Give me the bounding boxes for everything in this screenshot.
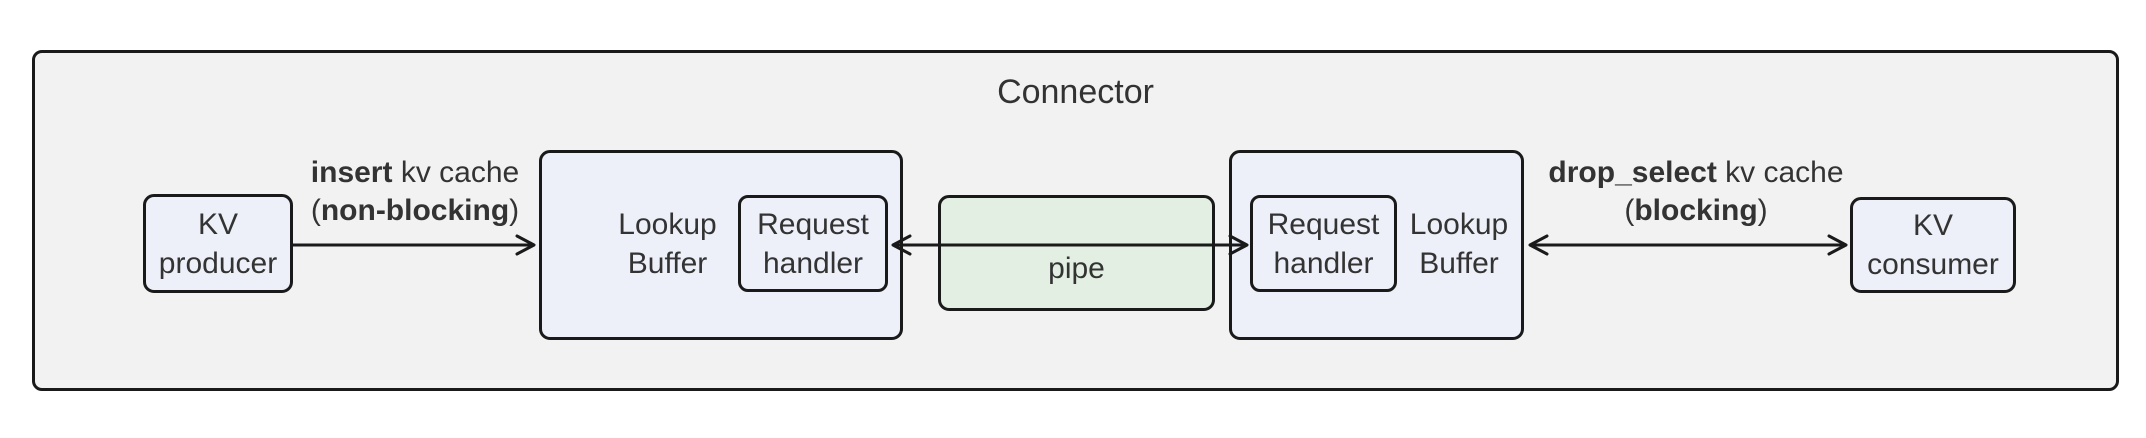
kv-consumer-label-line2: consumer: [1867, 248, 1999, 281]
edge-insert-paren-close: ): [509, 194, 520, 227]
node-request-handler-right: Request handler: [1250, 195, 1397, 292]
lookup-buffer-right-label-line2: Buffer: [1419, 246, 1499, 280]
edge-label-drop-select: drop_select kv cache (blocking): [1526, 154, 1866, 230]
lookup-buffer-left-label: Lookup Buffer: [542, 195, 738, 292]
lookup-buffer-left-label-line1: Lookup: [618, 207, 717, 241]
request-handler-right-label-line2: handler: [1273, 246, 1374, 280]
node-pipe: pipe: [938, 195, 1215, 311]
kv-consumer-label: KV consumer: [1853, 200, 2013, 290]
pipe-label: pipe: [1048, 252, 1105, 285]
edge-drop-select-paren-open: (: [1624, 194, 1635, 227]
edge-label-insert-line2: (non-blocking): [255, 192, 575, 230]
kv-consumer-label-line1: KV: [1912, 209, 1954, 242]
edge-label-drop-select-line2: (blocking): [1526, 192, 1866, 230]
kv-producer-label: KV producer: [146, 197, 290, 290]
edge-drop-select-keyword: drop_select: [1548, 156, 1717, 189]
edge-drop-select-paren-close: ): [1757, 194, 1768, 227]
edge-insert-mode: non-blocking: [320, 194, 510, 227]
edge-insert-paren-open: (: [310, 194, 321, 227]
request-handler-left-label: Request handler: [741, 198, 885, 289]
node-lookup-buffer-right: Request handler Lookup Buffer: [1229, 150, 1524, 340]
request-handler-left-label-line1: Request: [757, 207, 869, 241]
kv-producer-label-line2: producer: [158, 246, 278, 280]
connector-title: Connector: [997, 73, 1154, 111]
edge-label-drop-select-line1: drop_select kv cache: [1526, 154, 1866, 192]
edge-label-insert: insert kv cache (non-blocking): [255, 154, 575, 230]
node-lookup-buffer-left: Lookup Buffer Request handler: [539, 150, 903, 340]
request-handler-right-label-line1: Request: [1267, 207, 1380, 241]
edge-drop-select-mode: blocking: [1634, 194, 1758, 227]
lookup-buffer-left-label-line2: Buffer: [627, 246, 708, 280]
request-handler-left-label-line2: handler: [762, 246, 864, 280]
kv-producer-label-line1: KV: [197, 207, 239, 241]
edge-insert-keyword: insert: [310, 156, 393, 189]
node-kv-consumer: KV consumer: [1850, 197, 2016, 293]
lookup-buffer-right-label: Lookup Buffer: [1397, 195, 1521, 292]
node-kv-producer: KV producer: [143, 194, 293, 293]
lookup-buffer-right-label-line1: Lookup: [1409, 207, 1509, 241]
edge-insert-rest: kv cache: [392, 156, 520, 189]
edge-drop-select-rest: kv cache: [1716, 156, 1844, 189]
edge-label-insert-line1: insert kv cache: [255, 154, 575, 192]
request-handler-right-label: Request handler: [1253, 198, 1394, 289]
node-request-handler-left: Request handler: [738, 195, 888, 292]
